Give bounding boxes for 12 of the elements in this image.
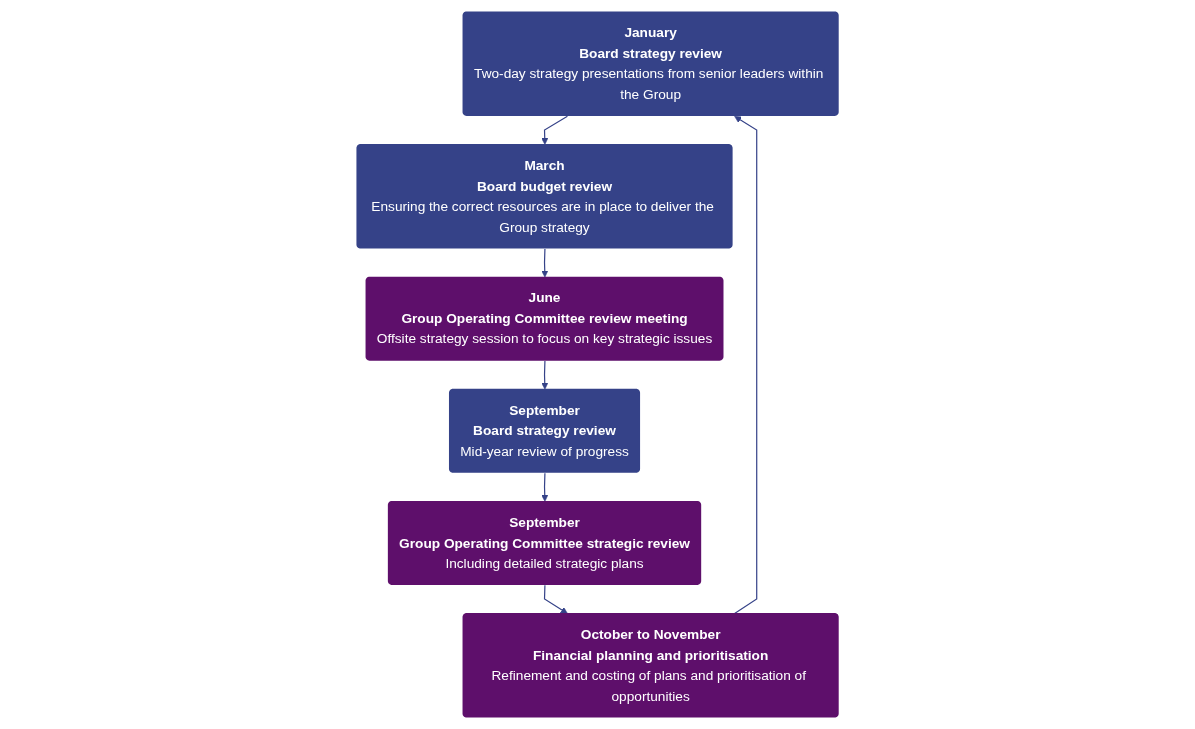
node-box: October to November Financial planning and prioritisation Refinement and costing of plans and prioritisation of opportunities: [462, 613, 839, 718]
arrow: [733, 116, 758, 615]
arrow: [541, 115, 568, 145]
arrow: [543, 584, 568, 614]
node-box: January Board strategy review Two-day strategy presentations from senior leaders within the Group: [462, 11, 839, 116]
arrow: [541, 360, 549, 390]
arrow: [541, 472, 549, 502]
arrow: [541, 248, 549, 278]
node-box: June Group Operating Committee review meeting Offsite strategy session to focus on key strategic issues: [365, 276, 724, 361]
node-box: March Board budget review Ensuring the correct resources are in place to deliver the Group strategy: [356, 144, 733, 249]
node-box: September Group Operating Committee strategic review Including detailed strategic plans: [387, 500, 702, 585]
node-box: September Board strategy review Mid-year review of progress: [448, 388, 640, 473]
